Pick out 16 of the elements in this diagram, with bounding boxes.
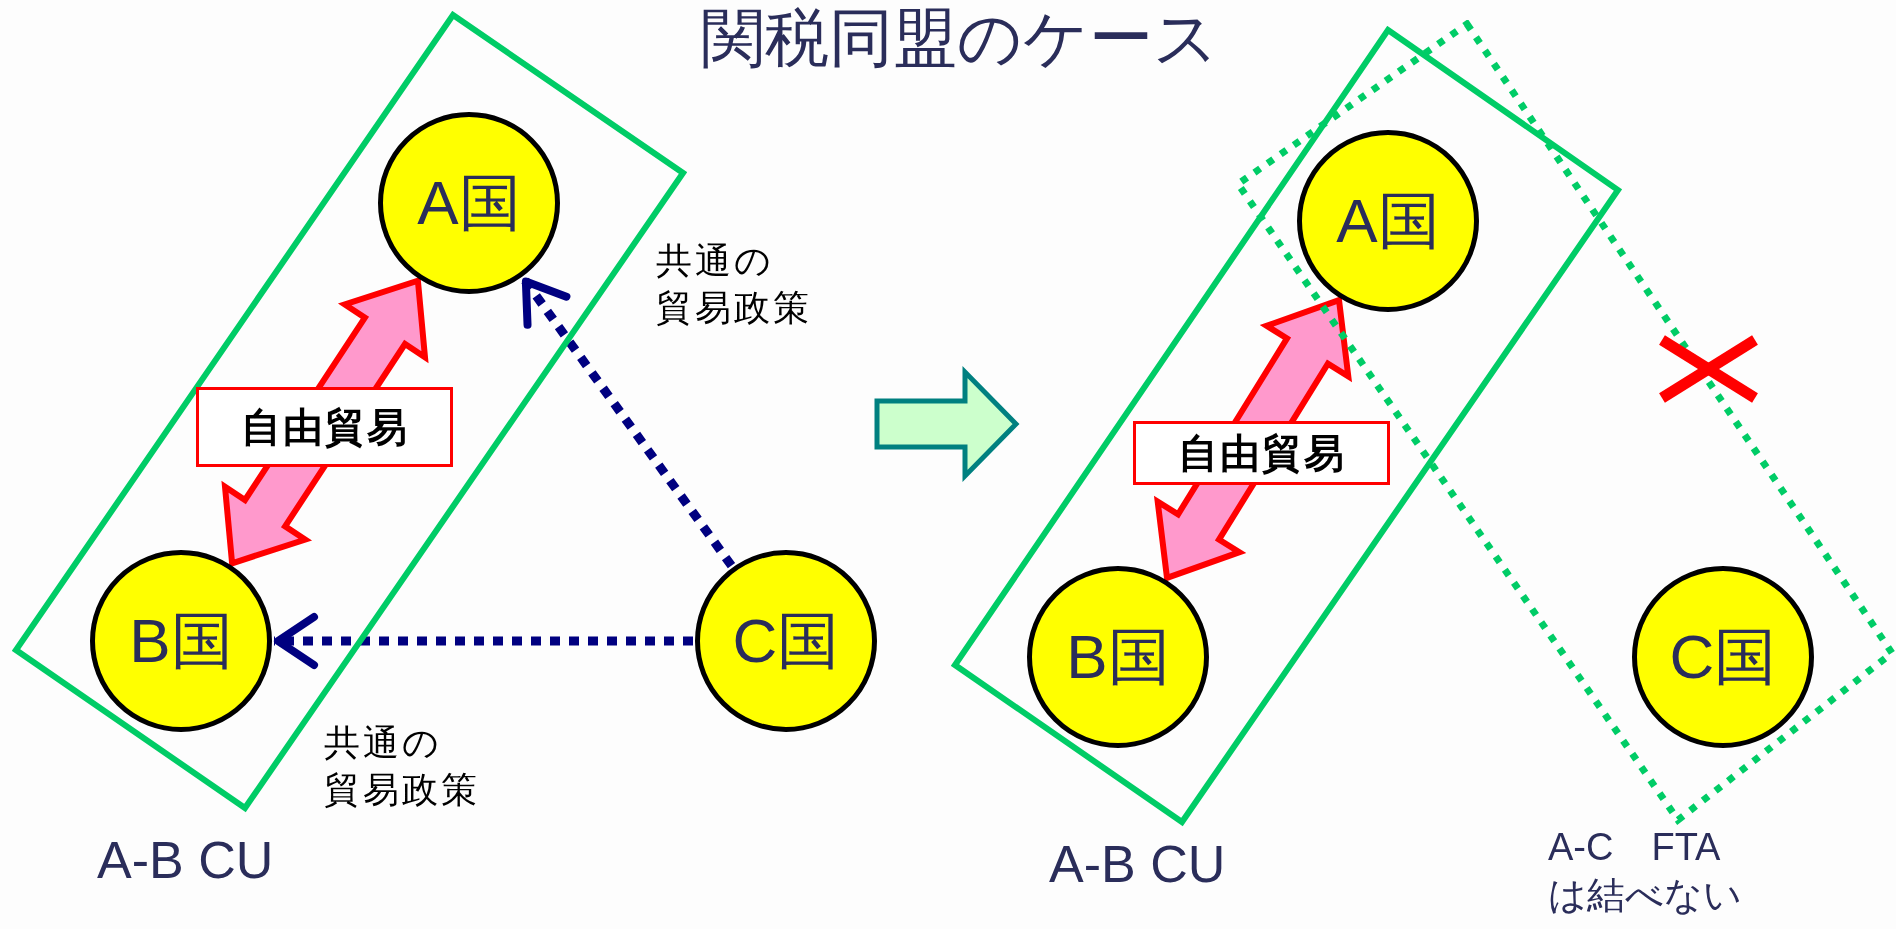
- region-label: A-B CU: [1049, 834, 1227, 895]
- region-label: A-C FTA は結べない: [1548, 825, 1743, 918]
- country-circle: C国: [1632, 566, 1814, 748]
- arrow: [274, 613, 693, 669]
- region-label: A-B CU: [97, 830, 275, 891]
- label-box: 自由貿易: [1133, 421, 1390, 485]
- edge-label: 共通の貿易政策: [656, 239, 813, 330]
- country-circle: B国: [90, 550, 272, 732]
- title: 関税同盟のケース: [700, 1, 1220, 76]
- country-circle: A国: [1297, 130, 1479, 312]
- label-box: 自由貿易: [196, 387, 453, 467]
- country-circle: B国: [1027, 566, 1209, 748]
- country-circle: C国: [695, 550, 877, 732]
- arrow: [519, 275, 736, 569]
- country-circle: A国: [378, 112, 560, 294]
- edge-label: 共通の貿易政策: [324, 721, 481, 812]
